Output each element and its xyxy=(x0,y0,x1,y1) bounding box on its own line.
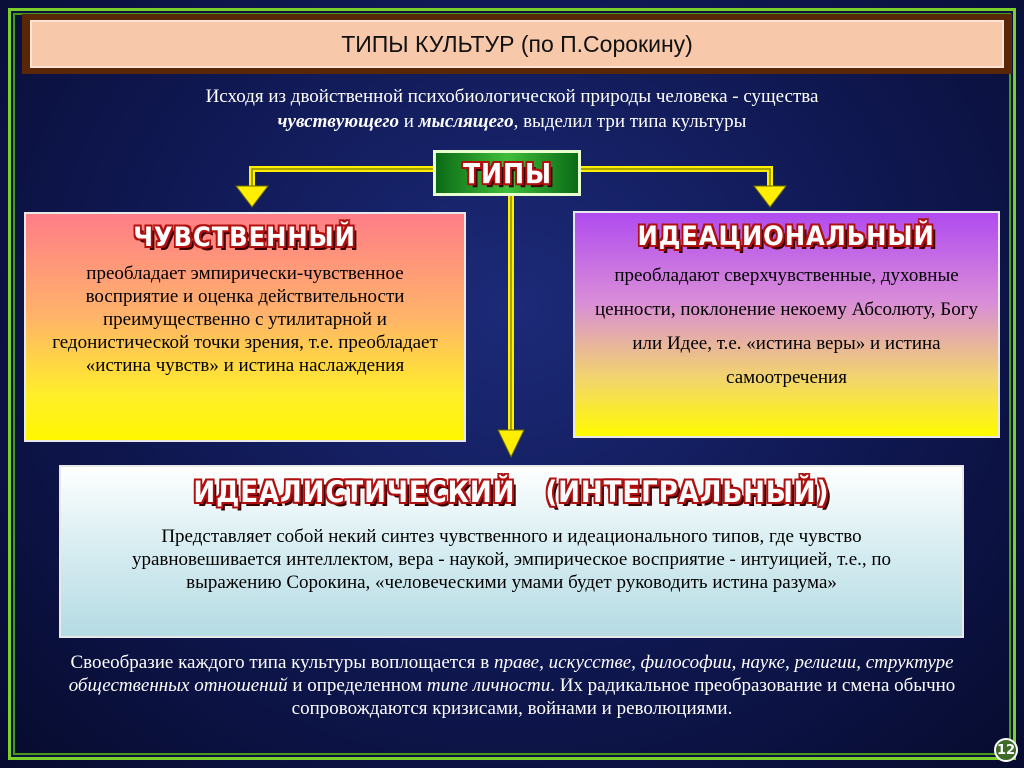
intro-em-thinking: мыслящего xyxy=(418,111,514,132)
connector-left xyxy=(249,166,433,188)
sensual-heading: ЧУВСТВЕННЫЙ xyxy=(133,222,357,253)
ideational-heading-wrap: ИДЕАЦИОНАЛЬНЫЙ xyxy=(575,221,998,261)
ideational-text: преобладают сверхчувственные, духовные ц… xyxy=(595,265,979,388)
intro-part2: , выделил три типа культуры xyxy=(513,111,747,132)
intro-em-feeling: чувствующего xyxy=(277,111,399,132)
connector-lines-inner xyxy=(251,168,771,432)
types-badge: ТИПЫ xyxy=(433,150,581,196)
idealistic-text: Представляет собой некий синтез чувствен… xyxy=(131,526,892,593)
types-label: ТИПЫ xyxy=(462,156,552,190)
intro-part1: Исходя из двойственной психобиологическо… xyxy=(205,86,819,107)
intro-and: и xyxy=(403,111,414,132)
ideational-type-box: ИДЕАЦИОНАЛЬНЫЙ преобладают сверхчувствен… xyxy=(573,211,1000,438)
outro-text: Своеобразие каждого типа культуры воплощ… xyxy=(40,651,984,720)
outro-em-personality: типе личности xyxy=(426,675,551,696)
outro-part1: Своеобразие каждого типа культуры воплощ… xyxy=(70,652,490,673)
title-bar: ТИПЫ КУЛЬТУР (по П.Сорокину) xyxy=(22,14,1012,74)
intro-text: Исходя из двойственной психобиологическо… xyxy=(60,84,964,134)
idealistic-heading-wrap: ИДЕАЛИСТИЧЕСКИЙ (ИНТЕГРАЛЬНЫЙ) xyxy=(61,475,962,515)
connector-right xyxy=(581,166,773,188)
page-number: 12 xyxy=(994,738,1018,762)
idealistic-type-box: ИДЕАЛИСТИЧЕСКИЙ (ИНТЕГРАЛЬНЫЙ) Представл… xyxy=(59,465,964,638)
sensual-type-box: ЧУВСТВЕННЫЙ преобладает эмпирически-чувс… xyxy=(24,212,466,442)
outro-em-spheres: праве, искусстве, философии, науке, рели… xyxy=(68,652,954,696)
page-title: ТИПЫ КУЛЬТУР (по П.Сорокину) xyxy=(30,20,1004,68)
outro-part2: и определенном xyxy=(292,675,423,696)
ideational-heading: ИДЕАЦИОНАЛЬНЫЙ xyxy=(637,221,936,252)
sensual-heading-wrap: ЧУВСТВЕННЫЙ xyxy=(26,222,464,262)
arrow-head-down xyxy=(497,429,525,459)
arrow-head-right xyxy=(752,185,788,208)
sensual-text: преобладает эмпирически-чувственное восп… xyxy=(52,263,438,376)
outro-part3: . Их радикальное преобразование и смена … xyxy=(291,675,956,719)
arrow-head-left xyxy=(234,185,270,208)
idealistic-heading: ИДЕАЛИСТИЧЕСКИЙ (ИНТЕГРАЛЬНЫЙ) xyxy=(193,475,830,509)
